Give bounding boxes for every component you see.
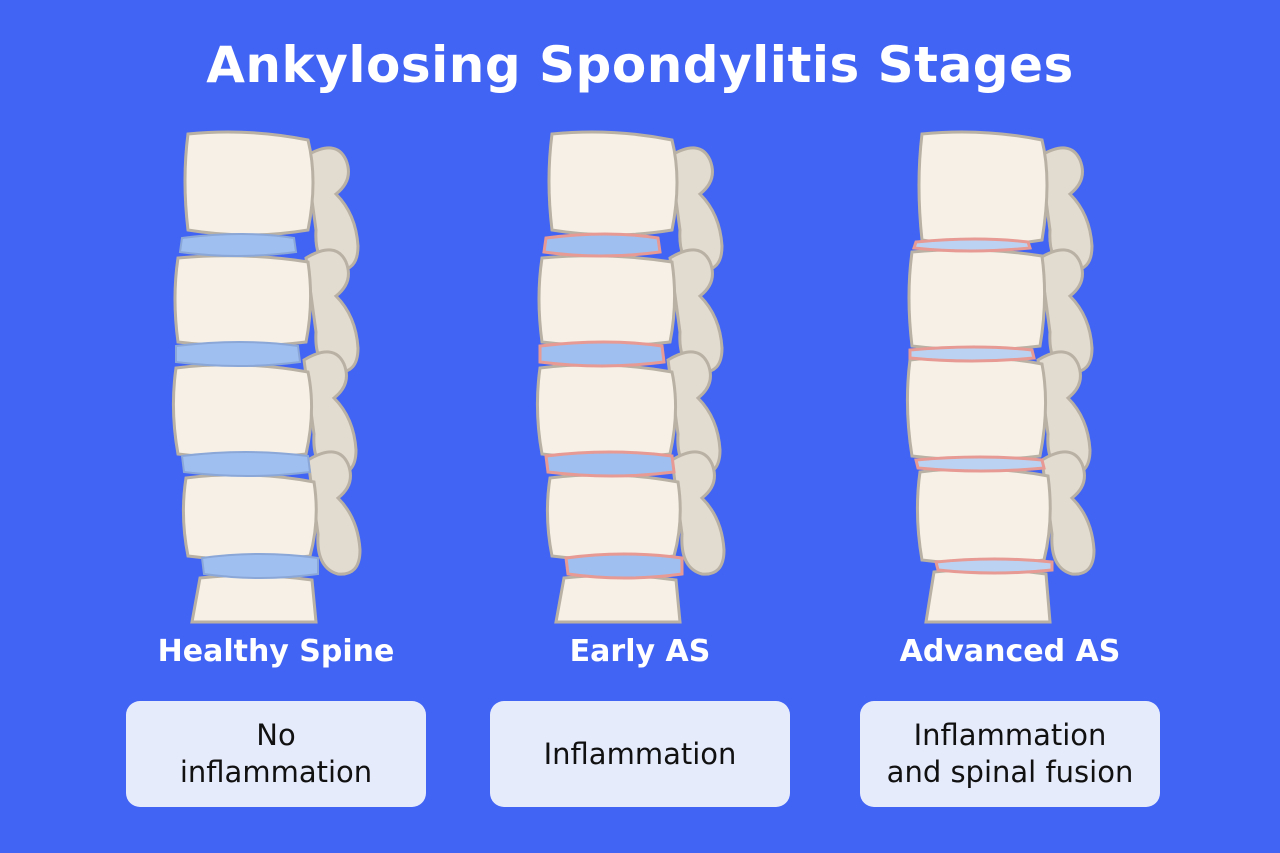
stage-description-line: Inflammation <box>543 736 737 771</box>
spine-early-as-icon <box>535 130 726 624</box>
stage-description-line: Inflammation <box>913 718 1107 752</box>
stage-description-line: and spinal fusion <box>886 755 1134 789</box>
spine-advanced-as-icon <box>905 130 1096 624</box>
stage-description-line: inflammation <box>179 755 373 789</box>
stage-description-box: Inflammation and spinal fusion <box>860 701 1160 807</box>
stage-description-line: No <box>256 718 296 752</box>
page-title: Ankylosing Spondylitis Stages <box>206 36 1074 94</box>
stage-label: Advanced AS <box>899 634 1121 669</box>
stage-description-box: No inflammation <box>126 701 426 807</box>
stage-description-box: Inflammation <box>490 701 790 807</box>
stage-label: Early AS <box>569 634 711 669</box>
stage-label: Healthy Spine <box>157 634 395 669</box>
spine-healthy-icon <box>171 130 362 624</box>
stage-healthy: Healthy Spine No inflammation <box>116 126 436 826</box>
stage-early-as: Early AS Inflammation <box>480 126 800 826</box>
stage-advanced-as: Advanced AS Inflammation and spinal fusi… <box>850 126 1170 826</box>
